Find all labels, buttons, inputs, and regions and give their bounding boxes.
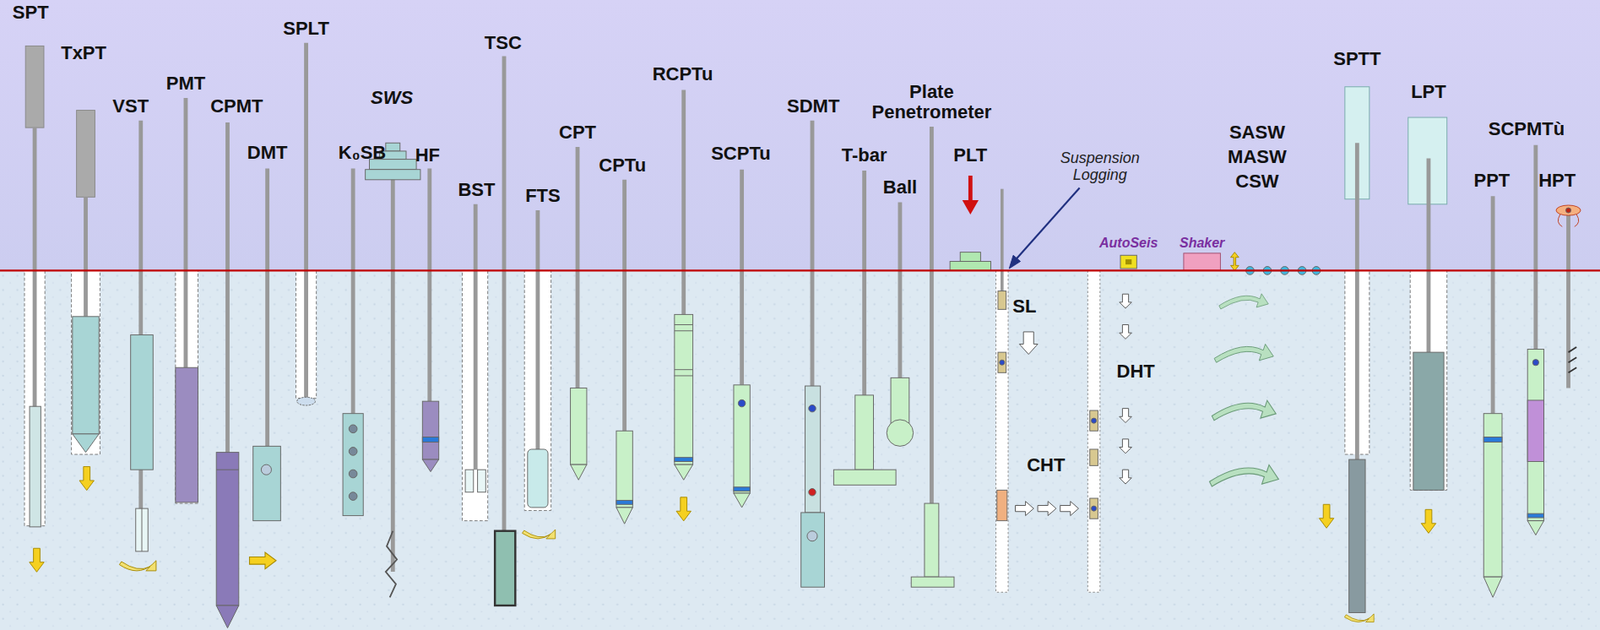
- test-label: PLT: [953, 145, 988, 166]
- test-label: CHT: [1026, 455, 1065, 476]
- test-label: CPT: [558, 122, 597, 143]
- test-label: PPT: [1473, 170, 1510, 191]
- test-label: TSC: [484, 32, 522, 54]
- test-label: SASW: [1229, 122, 1286, 143]
- test-label: Suspension Logging: [1045, 150, 1156, 185]
- test-label: PMT: [166, 73, 206, 94]
- test-label: HPT: [1538, 170, 1576, 191]
- test-label: LPT: [1410, 81, 1447, 103]
- test-label: SWS: [370, 87, 413, 109]
- test-label: VST: [112, 96, 149, 117]
- test-label: CPTu: [598, 155, 646, 176]
- test-label: SDMT: [786, 96, 840, 117]
- test-label: SPLT: [282, 18, 330, 39]
- test-label: SPTT: [1333, 48, 1381, 70]
- test-label: MASW: [1227, 146, 1287, 168]
- test-label: SPT: [12, 1, 49, 22]
- test-label: DMT: [247, 142, 288, 163]
- test-label: Plate Penetrometer: [859, 81, 1004, 123]
- test-label: FTS: [525, 185, 561, 207]
- test-label: AutoSeis: [1099, 235, 1158, 251]
- test-label: TxPT: [60, 43, 107, 64]
- test-label: CSW: [1235, 171, 1279, 192]
- test-label: HF: [415, 145, 440, 166]
- test-label: K₀SB: [338, 142, 386, 163]
- test-label: RCPTu: [652, 64, 714, 85]
- test-label: SL: [1012, 295, 1036, 316]
- test-label: CPMT: [210, 96, 263, 117]
- test-label: DHT: [1117, 361, 1156, 382]
- test-label: Ball: [883, 177, 917, 198]
- test-label: Shaker: [1179, 235, 1225, 251]
- test-label: BST: [457, 179, 495, 201]
- test-label: T-bar: [841, 145, 888, 166]
- test-label: SCPTu: [710, 143, 771, 164]
- test-label: SCPMTù: [1488, 119, 1565, 140]
